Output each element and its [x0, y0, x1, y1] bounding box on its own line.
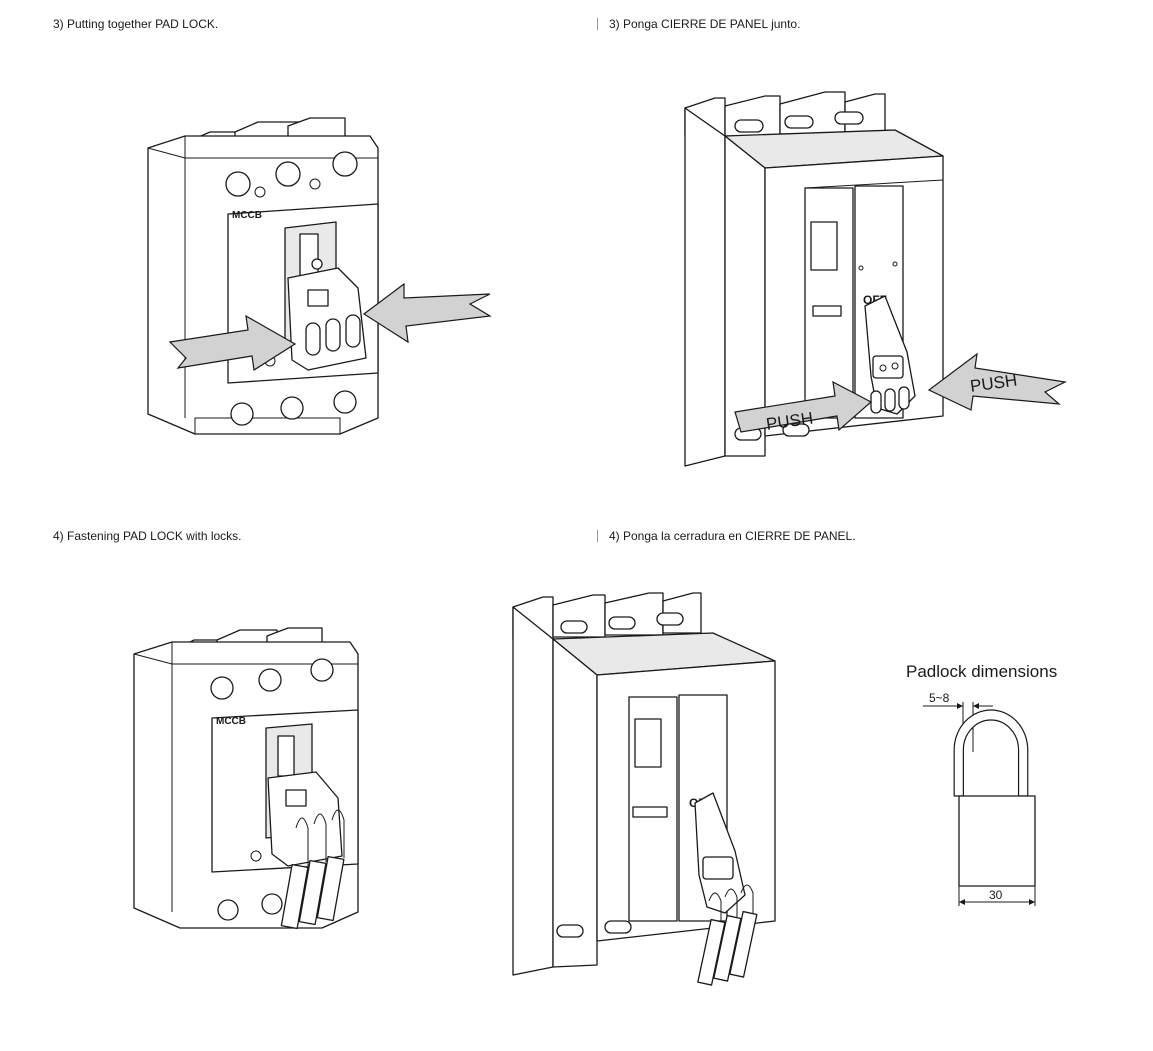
small-mccb-assembly-figure: MCCB	[147, 117, 492, 435]
body-width-dimension: 30	[989, 888, 1003, 902]
large-mccb-assembly-figure: OFF PUSH PUSH	[684, 91, 1067, 467]
caption-divider	[597, 18, 598, 30]
mccb-label: MCCB	[216, 716, 246, 727]
mccb-label: MCCB	[232, 210, 262, 221]
step4-caption-en: 4) Fastening PAD LOCK with locks.	[53, 529, 242, 543]
caption-divider	[597, 530, 598, 542]
large-mccb-locked-figure: OFF	[512, 592, 776, 986]
push-arrow-right	[362, 282, 492, 344]
step3-caption-en: 3) Putting together PAD LOCK.	[53, 17, 219, 31]
small-mccb-locked-figure: MCCB	[133, 627, 359, 930]
push-arrow-left	[168, 314, 297, 372]
step4-caption-es: 4) Ponga la cerradura en CIERRE DE PANEL…	[609, 529, 856, 543]
step3-caption-es: 3) Ponga CIERRE DE PANEL junto.	[609, 17, 801, 31]
padlock-dimensions-title: Padlock dimensions	[906, 662, 1058, 681]
shackle-dimension: 5~8	[929, 691, 950, 705]
push-arrow-left	[734, 380, 873, 433]
push-arrow-right	[927, 352, 1067, 411]
padlock-dimension-drawing: 5~8 30	[923, 691, 1036, 906]
